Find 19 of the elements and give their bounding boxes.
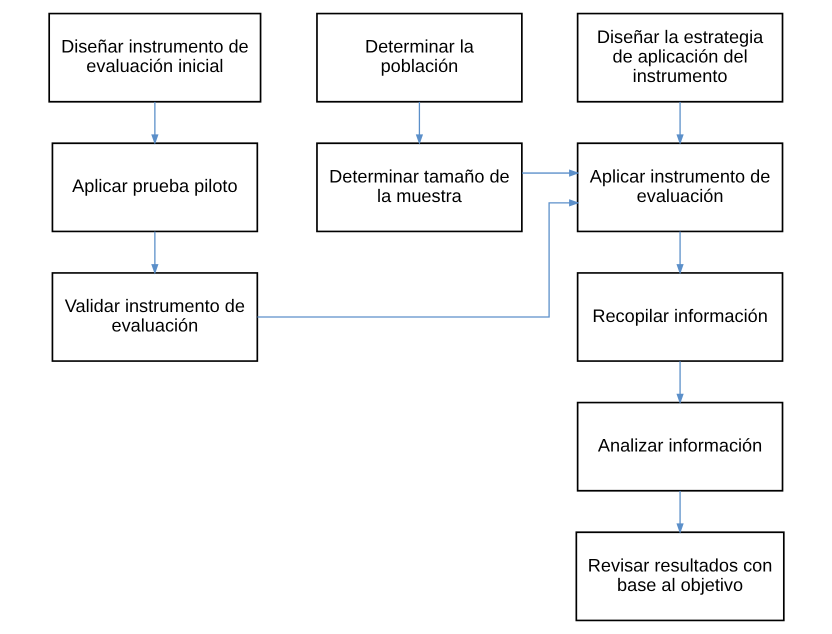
arrow xyxy=(150,102,158,145)
arrow xyxy=(522,169,579,177)
node-box: Determinar tamaño de la muestra xyxy=(316,142,522,232)
arrow xyxy=(676,232,684,274)
node-box: Analizar información xyxy=(576,402,783,492)
node-box: Determinar la población xyxy=(316,12,522,103)
node-box: Validar instrumento de evaluación xyxy=(51,272,258,362)
arrow xyxy=(256,199,579,318)
node-box: Revisar resultados con base al objetivo xyxy=(574,531,784,622)
node-box: Diseñar instrumento de evaluación inicial xyxy=(48,12,261,103)
arrow xyxy=(676,361,684,404)
arrow xyxy=(676,102,684,145)
node-box: Aplicar instrumento de evaluación xyxy=(576,142,783,232)
arrow xyxy=(676,490,684,534)
node-box: Recopilar información xyxy=(576,272,783,362)
node-box: Aplicar prueba piloto xyxy=(51,142,258,232)
node-box: Diseñar la estrategia de aplicación del instrumento xyxy=(576,12,783,103)
arrow xyxy=(150,232,158,274)
arrow xyxy=(415,102,423,145)
